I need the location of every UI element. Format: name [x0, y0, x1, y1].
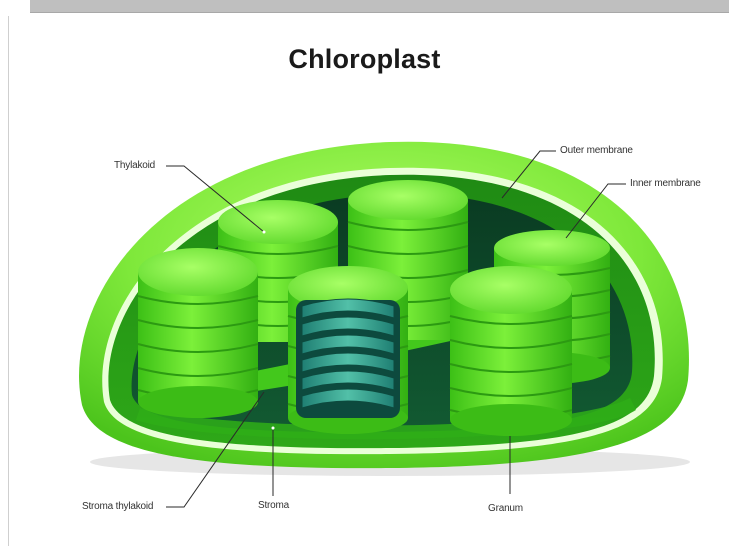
label-granum: Granum — [488, 503, 523, 514]
granum-front-left — [138, 248, 258, 418]
label-inner-membrane: Inner membrane — [630, 178, 701, 189]
granum-front-right — [450, 266, 572, 436]
label-thylakoid: Thylakoid — [114, 160, 155, 171]
granum-cross-section — [288, 266, 408, 434]
label-stroma-thylakoid: Stroma thylakoid — [82, 501, 153, 512]
label-outer-membrane: Outer membrane — [560, 145, 633, 156]
label-stroma: Stroma — [258, 500, 289, 511]
